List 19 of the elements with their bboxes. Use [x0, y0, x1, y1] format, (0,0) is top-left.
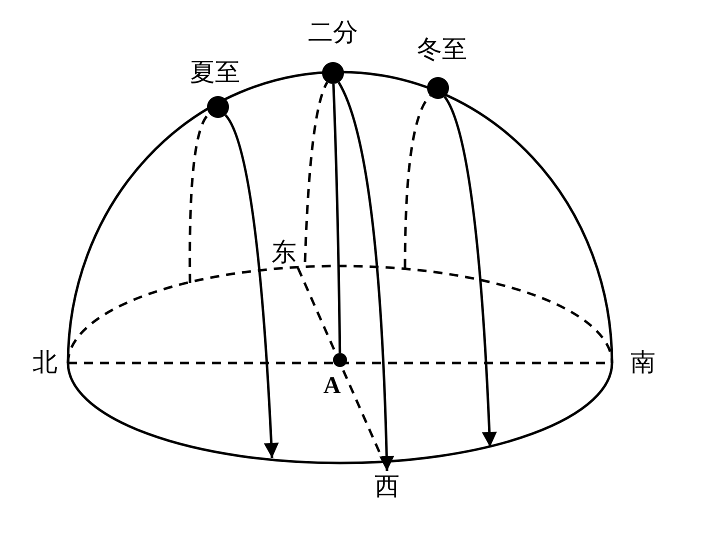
sun-dot — [322, 62, 344, 84]
sun-path-arrow — [444, 96, 497, 448]
sun-path-line — [188, 112, 210, 284]
sun-path-arrow — [224, 114, 279, 458]
sun-path-arrow — [338, 82, 394, 472]
sun-path-line — [304, 82, 328, 262]
direction-label: 西 — [374, 474, 400, 498]
sun-dot — [207, 96, 229, 118]
point-label: 冬至 — [417, 36, 467, 62]
sun-dot — [427, 77, 449, 99]
point-label: A — [323, 374, 341, 398]
direction-label: 南 — [630, 350, 656, 374]
point-label: 二分 — [308, 20, 358, 44]
point-dot — [333, 353, 347, 367]
sun-path-line — [332, 84, 342, 354]
direction-label: 东 — [272, 240, 296, 264]
sun-path-line — [404, 94, 432, 268]
direction-label: 北 — [32, 350, 58, 374]
point-label: 夏至 — [190, 60, 240, 84]
